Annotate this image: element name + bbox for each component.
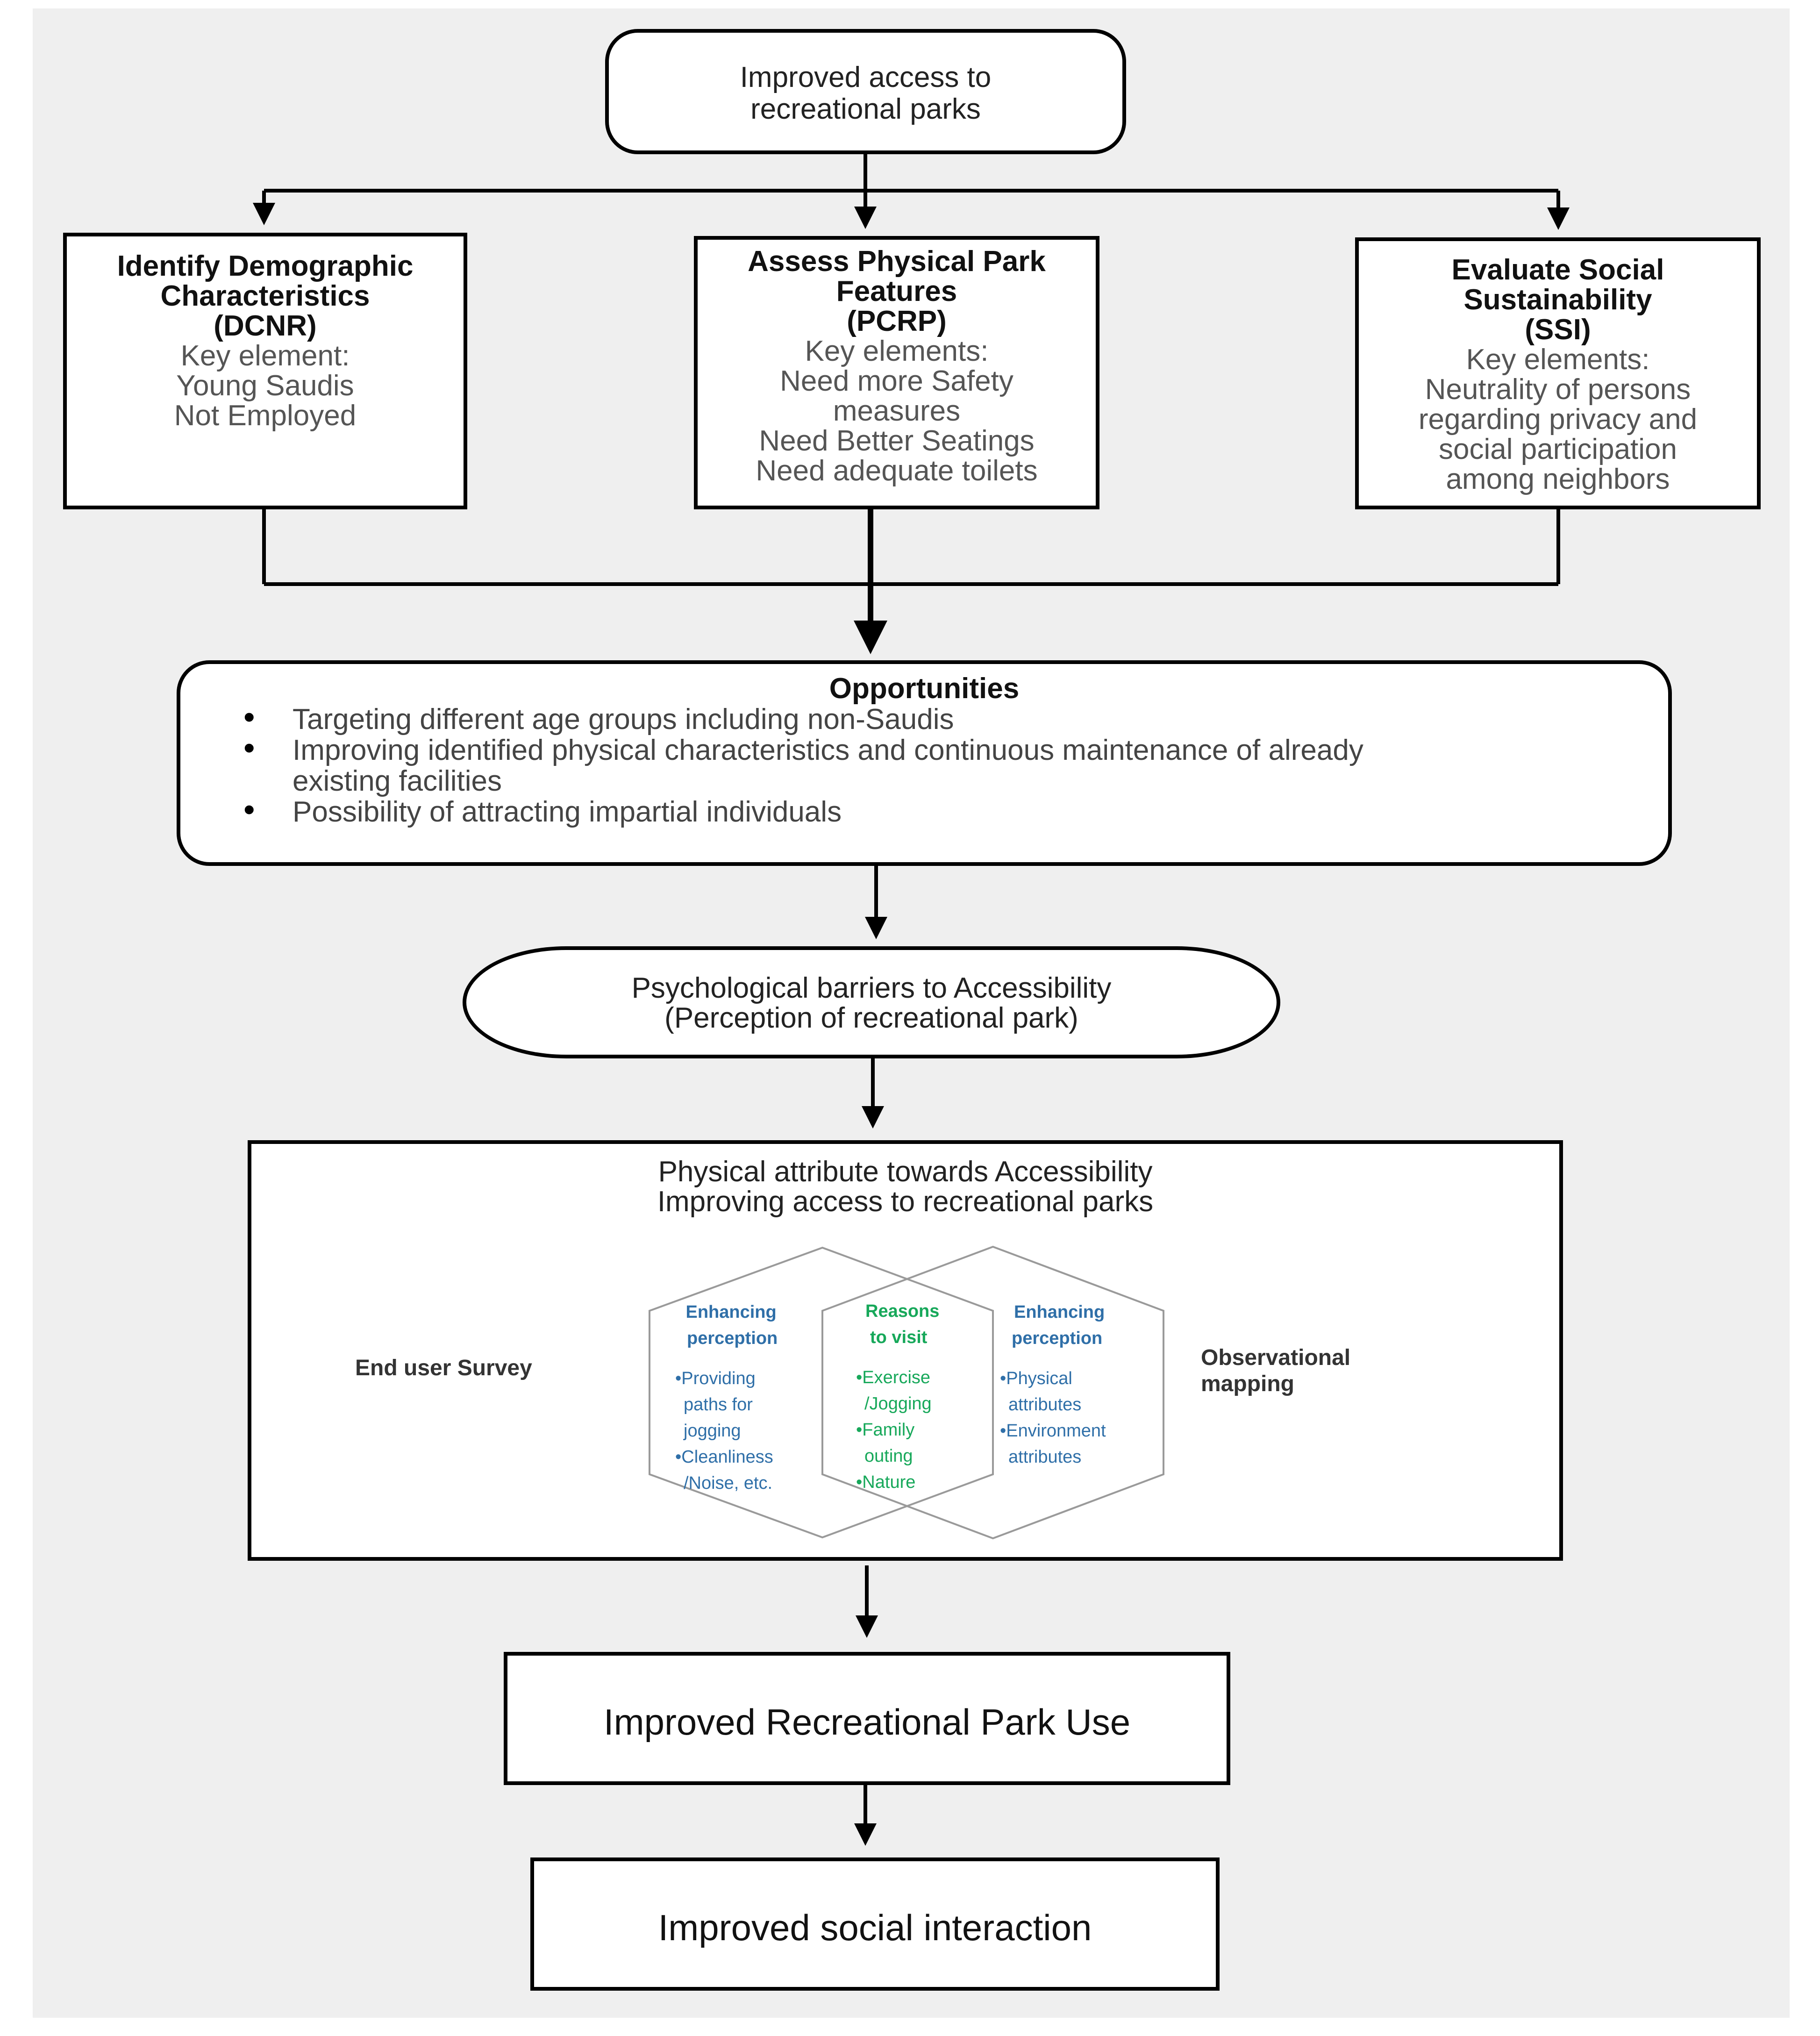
end-user-survey-label: End user Survey	[355, 1355, 532, 1381]
physical-item: Need Better Seatings	[759, 425, 1035, 457]
right-hex-line: attributes	[1008, 1395, 1082, 1414]
physical-title-line1: Assess Physical Park	[748, 245, 1046, 278]
left-hex-line: •Providing	[675, 1369, 756, 1388]
attribute-title-line2: Improving access to recreational parks	[657, 1186, 1154, 1218]
social-sustainability-box: Evaluate Social Sustainability (SSI) Key…	[1355, 237, 1761, 509]
social-title-line1: Evaluate Social	[1451, 254, 1664, 286]
opportunities-box: Opportunities Targeting different age gr…	[177, 660, 1672, 866]
psych-line2: (Perception of recreational park)	[664, 1002, 1078, 1034]
right-hex-line: •Environment	[1000, 1421, 1106, 1441]
left-hex-heading1: Enhancing	[685, 1302, 777, 1322]
middle-hex-heading2: to visit	[870, 1328, 928, 1347]
right-hex-content: Enhancing perception •Physical attribute…	[1000, 1299, 1106, 1470]
opportunities-title: Opportunities	[829, 672, 1020, 705]
social-item: regarding privacy and	[1418, 403, 1698, 436]
end-user-survey-text: End user Survey	[355, 1356, 532, 1380]
improved-access-box: Improved access to recreational parks	[605, 29, 1126, 154]
social-code: (SSI)	[1525, 314, 1591, 346]
social-key-label: Key elements:	[1466, 343, 1650, 376]
right-hex-line: •Physical	[1000, 1369, 1072, 1388]
observational-mapping-label: Observational mapping	[1201, 1345, 1350, 1397]
demographic-item: Young Saudis	[176, 370, 354, 402]
physical-key-label: Key elements:	[805, 335, 989, 367]
left-hex-heading2: perception	[687, 1329, 778, 1348]
social-item: among neighbors	[1446, 463, 1670, 495]
middle-hex-content: Reasons to visit •Exercise /Jogging •Fam…	[856, 1298, 939, 1495]
psych-line1: Psychological barriers to Accessibility	[631, 972, 1112, 1004]
right-hex-line: attributes	[1008, 1447, 1082, 1467]
middle-hex-line: outing	[864, 1446, 913, 1466]
right-hex-heading2: perception	[1012, 1329, 1103, 1348]
physical-attribute-box: Physical attribute towards Accessibility…	[248, 1140, 1563, 1561]
opportunities-list: Targeting different age groups including…	[243, 701, 1631, 828]
demographic-code: (DCNR)	[214, 310, 317, 342]
psychological-barriers-box: Psychological barriers to Accessibility …	[463, 946, 1280, 1058]
attribute-title-line1: Physical attribute towards Accessibility	[658, 1156, 1153, 1188]
social-item: Neutrality of persons	[1425, 373, 1691, 406]
left-hexagon	[649, 1246, 994, 1539]
improved-social-interaction-label: Improved social interaction	[658, 1907, 1092, 1948]
demographic-box: Identify Demographic Characteristics (DC…	[63, 233, 467, 509]
opportunity-text: Improving identified physical characteri…	[293, 734, 1363, 766]
social-title-line2: Sustainability	[1463, 284, 1652, 316]
right-hexagon	[821, 1245, 1164, 1540]
middle-hex-line: •Nature	[856, 1472, 916, 1492]
observational-mapping-line1: Observational	[1201, 1345, 1351, 1370]
opportunity-text-continued: existing facilities	[293, 765, 502, 797]
physical-item: Need more Safety	[780, 365, 1013, 397]
middle-hex-line: /Jogging	[864, 1394, 932, 1414]
middle-hex-line: •Exercise	[856, 1368, 931, 1387]
left-hex-content: Enhancing perception •Providing paths fo…	[675, 1299, 778, 1496]
opportunity-item: Possibility of attracting impartial indi…	[243, 794, 1631, 828]
left-hex-line: jogging	[684, 1421, 741, 1441]
physical-features-box: Assess Physical Park Features (PCRP) Key…	[694, 236, 1099, 509]
demographic-item: Not Employed	[174, 400, 357, 432]
middle-hex-line: •Family	[856, 1420, 915, 1440]
opportunity-text: Targeting different age groups including…	[293, 703, 954, 736]
physical-title-line2: Features	[836, 275, 957, 307]
left-hex-line: •Cleanliness	[675, 1447, 773, 1467]
improved-access-line2: recreational parks	[750, 93, 981, 125]
physical-item: Need adequate toilets	[756, 455, 1038, 487]
opportunity-item: Targeting different age groups including…	[243, 701, 1631, 736]
opportunity-item: Improving identified physical characteri…	[243, 732, 1631, 797]
social-item: social participation	[1438, 433, 1677, 465]
improved-social-interaction-box: Improved social interaction	[530, 1857, 1220, 1991]
improved-access-line1: Improved access to	[740, 61, 992, 93]
observational-mapping-line2: mapping	[1201, 1372, 1294, 1396]
demographic-title-line1: Identify Demographic	[117, 250, 414, 282]
left-hex-line: /Noise, etc.	[684, 1473, 773, 1493]
middle-hex-heading1: Reasons	[865, 1301, 940, 1321]
demographic-key-label: Key element:	[180, 340, 350, 372]
improved-park-use-label: Improved Recreational Park Use	[603, 1701, 1131, 1743]
right-hex-heading1: Enhancing	[1014, 1302, 1105, 1322]
improved-park-use-box: Improved Recreational Park Use	[504, 1652, 1230, 1785]
opportunity-text: Possibility of attracting impartial indi…	[293, 796, 842, 828]
physical-code: (PCRP)	[847, 305, 947, 337]
demographic-title-line2: Characteristics	[160, 280, 370, 312]
physical-item: measures	[833, 395, 961, 427]
left-hex-line: paths for	[684, 1395, 753, 1414]
